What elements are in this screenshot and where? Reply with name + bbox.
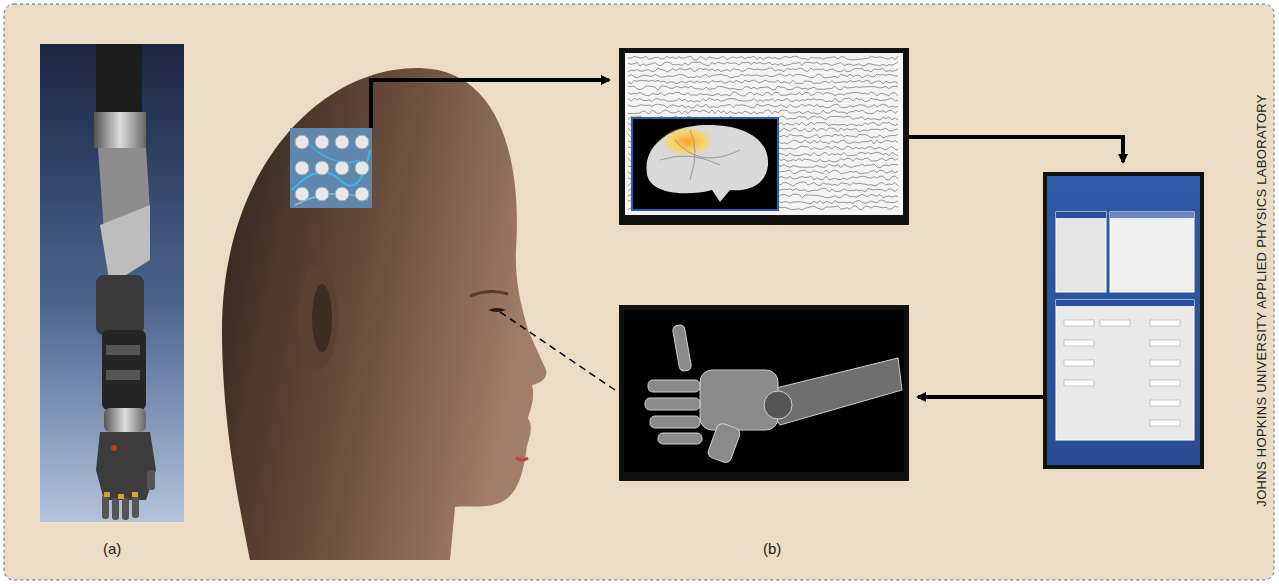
eeg-monitor [619, 48, 909, 225]
gaze-line [500, 312, 618, 392]
prosthetic-arm-photo [40, 44, 184, 522]
panel-label: (a) [103, 540, 121, 557]
figure-frame [4, 4, 1274, 580]
credit-line: JOHNS HOPKINS UNIVERSITY APPLIED PHYSICS… [1255, 94, 1270, 506]
electrode-grid [290, 128, 372, 208]
control-software-monitor [1043, 172, 1204, 469]
head-profile [222, 68, 546, 560]
panel-label: (b) [763, 540, 781, 557]
virtual-hand-monitor [619, 305, 909, 481]
flow-arrows [371, 80, 1123, 397]
